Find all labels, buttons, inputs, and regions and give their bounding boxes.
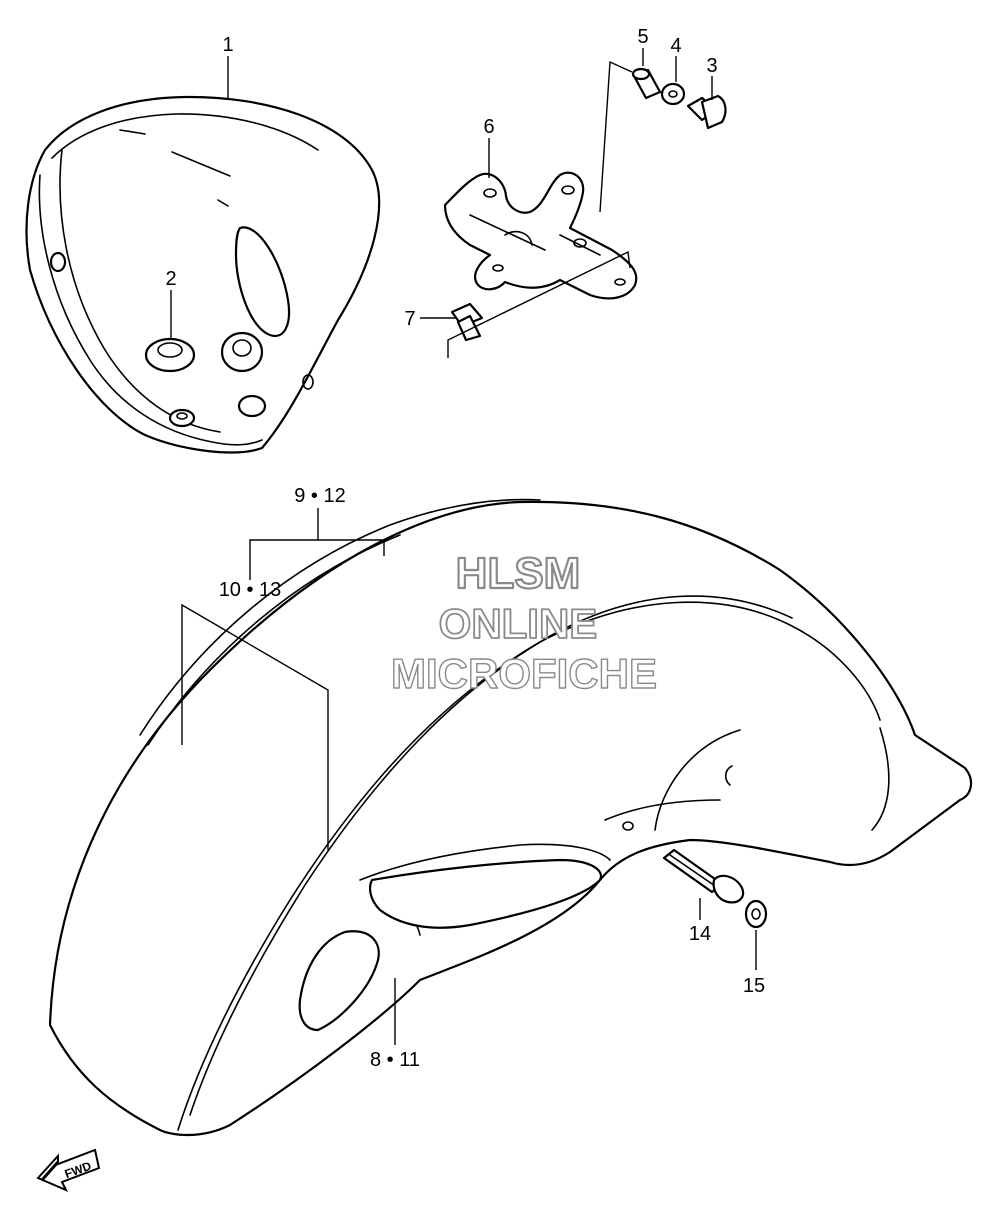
bolt-lower	[450, 302, 484, 342]
watermark: HLSM ONLINE MICROFICHE	[390, 548, 657, 698]
callout-2: 2	[165, 268, 176, 290]
fender-bolt	[662, 848, 745, 904]
watermark-line-2: ONLINE	[439, 600, 598, 647]
callout-1: 1	[222, 34, 233, 56]
callout-8-11: 8 • 11	[370, 1049, 420, 1071]
front-fender	[48, 498, 973, 1137]
callout-9-12: 9 • 12	[294, 485, 345, 507]
callout-4: 4	[670, 35, 681, 57]
leader-lines	[170, 48, 757, 1045]
watermark-line-1: HLSM	[456, 549, 581, 598]
headlight-housing	[25, 95, 381, 454]
collar-spacer	[631, 67, 662, 100]
washer-upper	[660, 82, 686, 106]
callout-5: 5	[637, 26, 648, 48]
bolt-upper	[686, 94, 727, 130]
callout-6: 6	[483, 116, 494, 138]
callout-10-13: 10 • 13	[219, 579, 282, 601]
watermark-line-3: MICROFICHE	[391, 650, 657, 697]
callout-15: 15	[743, 975, 765, 997]
headlight-bracket	[443, 171, 638, 300]
callout-7: 7	[404, 308, 415, 330]
fender-washer	[744, 899, 768, 929]
grommet-set	[144, 331, 267, 428]
callout-14: 14	[689, 923, 711, 945]
callout-3: 3	[706, 55, 717, 77]
forward-arrow-icon: FWD	[36, 1148, 101, 1192]
